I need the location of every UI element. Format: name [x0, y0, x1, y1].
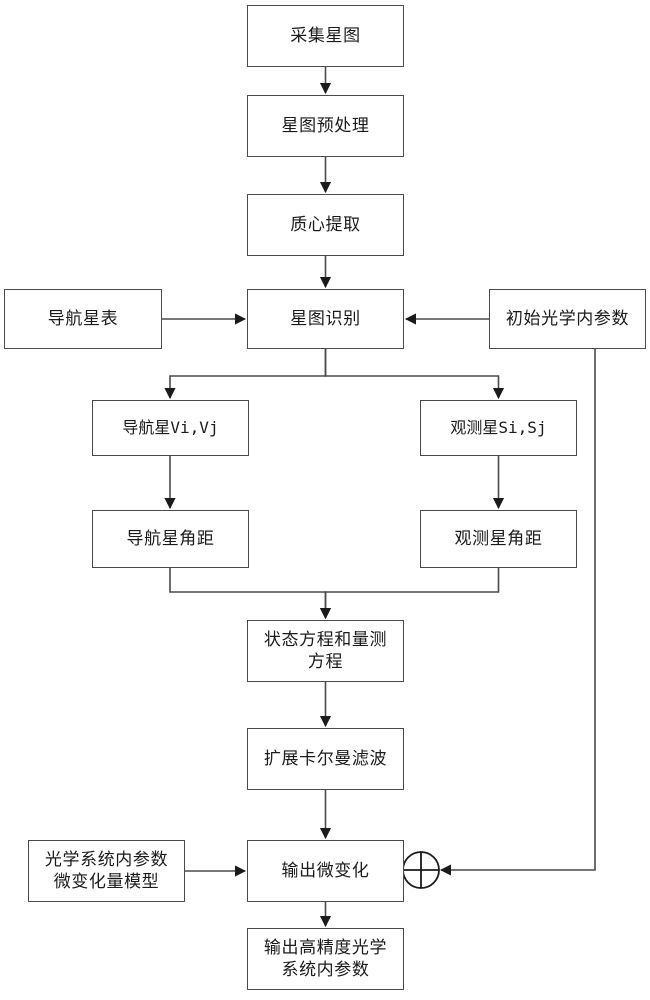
node-acquire[interactable]: 采集星图 [247, 5, 404, 67]
node-observed-star-angular-distance[interactable]: 观测星角距 [420, 510, 577, 568]
node-observed-star-sisj-label: 观测星Si,Sj [450, 417, 547, 437]
node-navigation-star-angular-distance[interactable]: 导航星角距 [92, 510, 249, 568]
node-output-micro-variation-label: 输出微变化 [281, 861, 370, 881]
node-centroid-extraction-label: 质心提取 [290, 215, 361, 235]
node-output-micro-variation[interactable]: 输出微变化 [247, 840, 404, 902]
node-navigation-catalog[interactable]: 导航星表 [4, 289, 162, 349]
summing-junction [402, 851, 440, 889]
node-optical-parameter-micro-variation-model[interactable]: 光学系统内参数 微变化量模型 [28, 840, 185, 902]
node-initial-optical-parameters-label: 初始光学内参数 [505, 309, 630, 329]
node-final-high-precision-output-label: 输出高精度光学 系统内参数 [263, 938, 388, 979]
node-acquire-label: 采集星图 [290, 26, 361, 46]
node-preprocess-label: 星图预处理 [281, 116, 370, 136]
node-star-map-recognition[interactable]: 星图识别 [247, 289, 404, 349]
node-extended-kalman-filter[interactable]: 扩展卡尔曼滤波 [247, 728, 404, 790]
node-navigation-star-angular-distance-label: 导航星角距 [126, 529, 215, 549]
node-state-and-measurement-equations-label: 状态方程和量测 方程 [263, 630, 388, 671]
edge-nav-angle-to-state-eq [169, 568, 332, 620]
node-navigation-star-vivj-label: 导航星Vi,Vj [122, 417, 219, 437]
edge-obs-angle-to-state-eq [319, 568, 500, 620]
node-state-and-measurement-equations[interactable]: 状态方程和量测 方程 [247, 620, 404, 682]
edge-recognition-to-nav-star [164, 349, 327, 400]
node-navigation-catalog-label: 导航星表 [47, 309, 119, 329]
node-navigation-star-vivj[interactable]: 导航星Vi,Vj [92, 400, 249, 456]
node-centroid-extraction[interactable]: 质心提取 [247, 194, 404, 256]
node-observed-star-sisj[interactable]: 观测星Si,Sj [420, 400, 577, 456]
node-extended-kalman-filter-label: 扩展卡尔曼滤波 [263, 749, 388, 769]
node-initial-optical-parameters[interactable]: 初始光学内参数 [489, 289, 646, 349]
node-optical-parameter-micro-variation-model-label: 光学系统内参数 微变化量模型 [44, 850, 169, 891]
node-preprocess[interactable]: 星图预处理 [247, 95, 404, 157]
node-star-map-recognition-label: 星图识别 [290, 309, 361, 329]
node-final-high-precision-output[interactable]: 输出高精度光学 系统内参数 [247, 928, 404, 990]
edge-optics-feedback-to-sum [439, 349, 596, 876]
edge-recognition-to-obs-star [324, 349, 505, 400]
node-observed-star-angular-distance-label: 观测星角距 [454, 529, 543, 549]
